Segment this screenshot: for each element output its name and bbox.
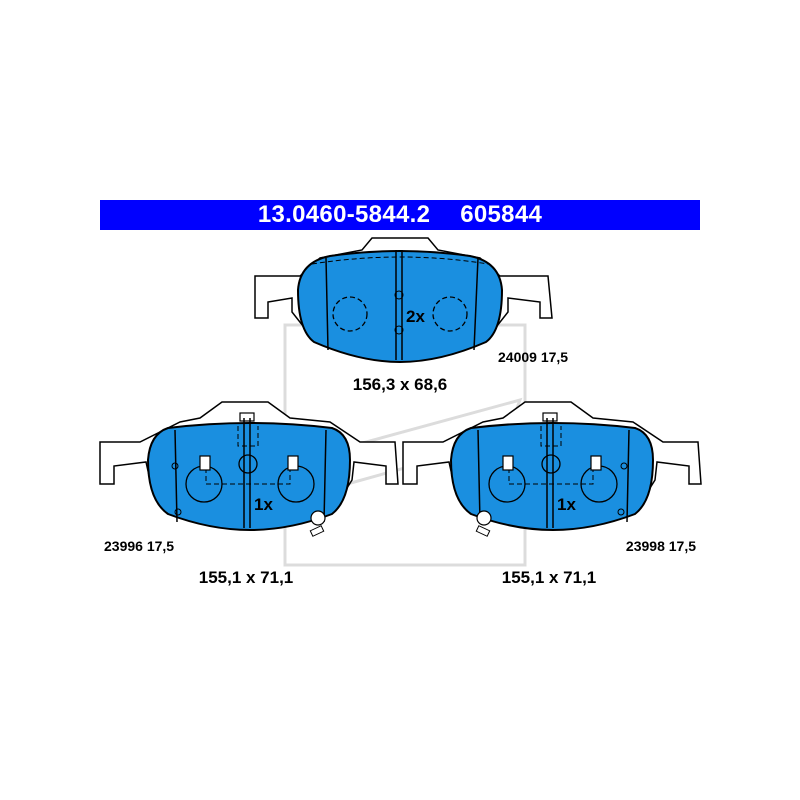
brake-pad-bottom-right bbox=[402, 401, 702, 537]
pad-top-dimensions: 156,3 x 68,6 bbox=[353, 375, 448, 394]
brake-pad-top bbox=[254, 237, 553, 364]
friction-material bbox=[146, 422, 352, 532]
reference-number: 605844 bbox=[460, 201, 543, 228]
brake-pad-bottom-left bbox=[99, 401, 399, 537]
article-header: 13.0460-5844.2 605844 bbox=[100, 200, 700, 230]
pad-left-quantity: 1x bbox=[254, 495, 273, 514]
pad-right-quantity: 1x bbox=[557, 495, 576, 514]
pad-left-code: 23996 17,5 bbox=[104, 538, 174, 554]
pad-right-dimensions: 155,1 x 71,1 bbox=[502, 568, 597, 587]
pad-top-code: 24009 17,5 bbox=[498, 349, 568, 365]
pad-left-dimensions: 155,1 x 71,1 bbox=[199, 568, 294, 587]
friction-material bbox=[296, 250, 504, 364]
article-header-bar: 13.0460-5844.2 605844 bbox=[100, 200, 700, 230]
pad-right-code: 23998 17,5 bbox=[626, 538, 696, 554]
pad-top-quantity: 2x bbox=[406, 307, 425, 326]
friction-material bbox=[449, 422, 655, 532]
article-number: 13.0460-5844.2 bbox=[257, 201, 431, 228]
